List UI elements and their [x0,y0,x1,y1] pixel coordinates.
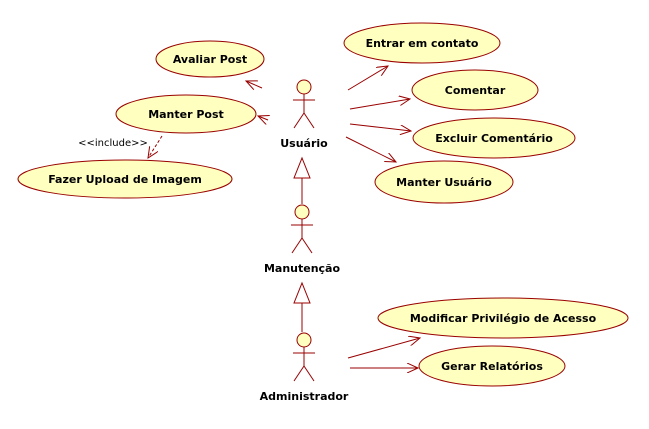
use-case-avaliar-post[interactable]: Avaliar Post [155,40,265,78]
use-case-comentar[interactable]: Comentar [411,69,539,111]
associations [246,66,420,368]
actor-administrador[interactable] [293,332,315,382]
use-case-label: Comentar [445,84,506,97]
use-case-label: Manter Post [148,108,224,121]
actor-label-usuario: Usuário [280,137,328,150]
use-case-fazer-upload-de-imagem[interactable]: Fazer Upload de Imagem [17,159,233,199]
use-case-label: Excluir Comentário [435,132,553,145]
association-usuario-manter-post [258,116,268,120]
actor-manutencao[interactable] [291,204,313,254]
use-case-entrar-em-contato[interactable]: Entrar em contato [343,22,501,64]
use-case-label: Entrar em contato [366,37,479,50]
include-dependency: <<include>> [78,135,163,158]
use-case-label: Modificar Privilégio de Acesso [410,312,597,325]
use-case-gerar-relatorios[interactable]: Gerar Relatórios [418,345,566,387]
use-case-label: Fazer Upload de Imagem [48,173,202,186]
actor-usuario[interactable] [293,79,315,129]
generalization-administrador-manutencao [293,281,311,332]
use-case-modificar-privilegio-de-acesso[interactable]: Modificar Privilégio de Acesso [377,297,629,339]
use-case-label: Manter Usuário [396,176,492,189]
use-case-excluir-comentario[interactable]: Excluir Comentário [412,117,576,159]
use-case-manter-post[interactable]: Manter Post [115,94,257,134]
use-case-label: Avaliar Post [173,53,247,66]
association-usuario-avaliar-post [246,81,263,88]
association-administrador-modificar-privilegio [347,338,420,359]
include-stereotype-label: <<include>> [78,138,148,149]
association-usuario-entrar-em-contato [347,66,388,91]
generalization-manutencao-usuario [293,156,311,204]
association-usuario-excluir-comentario [349,123,411,131]
association-usuario-comentar [349,99,410,110]
actor-label-administrador: Administrador [260,390,349,403]
use-case-manter-usuario[interactable]: Manter Usuário [374,160,514,204]
association-usuario-manter-usuario [345,136,396,162]
use-case-label: Gerar Relatórios [441,360,543,373]
actor-label-manutencao: Manutenção [264,262,341,275]
